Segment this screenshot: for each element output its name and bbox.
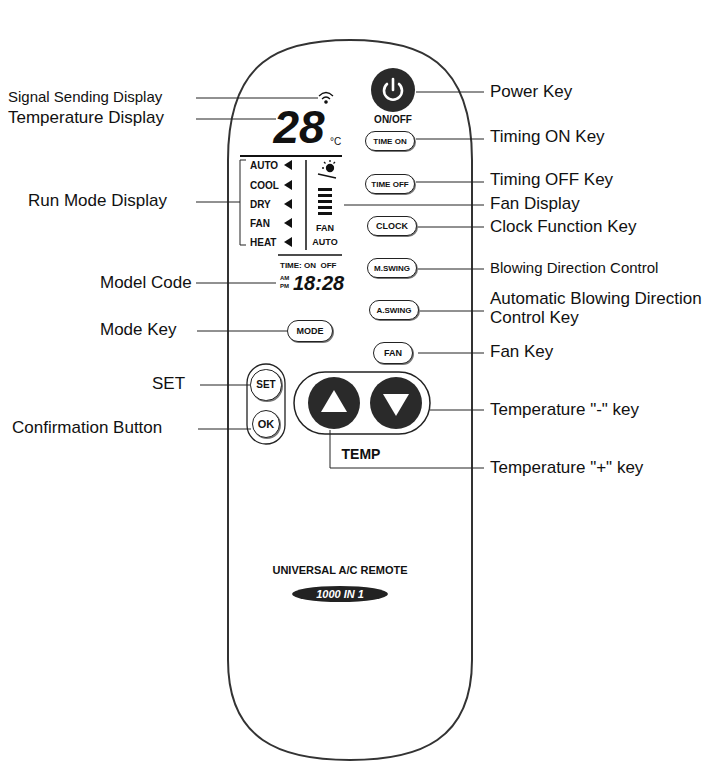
lcd-temperature: 28 [273, 102, 324, 153]
callout-label: Timing ON Key [490, 128, 605, 147]
oval-button: M.SWING [367, 258, 417, 278]
callout-label: Run Mode Display [28, 192, 167, 211]
callout-label: Signal Sending Display [8, 89, 162, 106]
lcd-unit: °C [330, 136, 341, 147]
lcd-mode: FAN [250, 218, 270, 229]
button-label: SET [256, 379, 275, 390]
lcd-mode: HEAT [250, 237, 276, 248]
callout-label: SET [152, 375, 185, 394]
callout-label: Mode Key [100, 321, 177, 340]
callout-label: Blowing Direction Control [490, 260, 658, 277]
oval-button: TIME OFF [365, 174, 415, 194]
callout-label: Temperature "-" key [490, 401, 639, 420]
oval-button: MODE [287, 320, 333, 342]
button-label: MODE [297, 326, 324, 336]
callout-label: Fan Display [490, 195, 580, 214]
callout-label: Temperature Display [8, 109, 164, 128]
button-label: TIME OFF [371, 180, 408, 189]
button-label: TIME ON [373, 137, 406, 146]
lcd-clock: 18:28 [293, 272, 344, 294]
callout-label: Clock Function Key [490, 218, 636, 237]
brand-logo: 1000 IN 1 [292, 586, 388, 602]
lcd-mode: AUTO [250, 160, 278, 171]
button-label: A.SWING [376, 306, 411, 315]
lcd-ampm: AM [280, 275, 289, 282]
callout-label: Fan Key [490, 343, 553, 362]
button-label: FAN [384, 348, 402, 358]
callout-label: Model Code [100, 274, 192, 293]
lcd-fan: AUTO [312, 238, 337, 248]
callout-label: Timing OFF Key [490, 171, 613, 190]
button-label: ON/OFF [374, 114, 412, 125]
callout-label: Power Key [490, 83, 572, 102]
brand-text: UNIVERSAL A/C REMOTE [272, 564, 407, 576]
lcd-ampm: PM [280, 283, 289, 290]
power-button: ON/OFF [371, 68, 415, 112]
button-label: CLOCK [376, 221, 408, 231]
power-icon [371, 68, 415, 112]
lcd-mode: DRY [250, 199, 271, 210]
callout-label: Confirmation Button [12, 419, 162, 438]
button-label: OK [258, 418, 275, 430]
lcd-timer: TIME: ON OFF [280, 262, 336, 271]
callout-label: Temperature "+" key [490, 459, 643, 478]
brand-text: 1000 IN 1 [316, 588, 364, 600]
oval-button: FAN [373, 342, 413, 364]
round-button: SET [250, 369, 281, 400]
oval-button: A.SWING [369, 300, 419, 320]
button-label: TEMP [342, 447, 381, 462]
lcd-mode: COOL [250, 180, 279, 191]
oval-button: TIME ON [365, 131, 415, 151]
callout-label: Automatic Blowing Direction Control Key [490, 290, 705, 327]
oval-button: CLOCK [367, 216, 417, 236]
button-label: M.SWING [374, 264, 410, 273]
lcd-fan: FAN [316, 224, 334, 234]
